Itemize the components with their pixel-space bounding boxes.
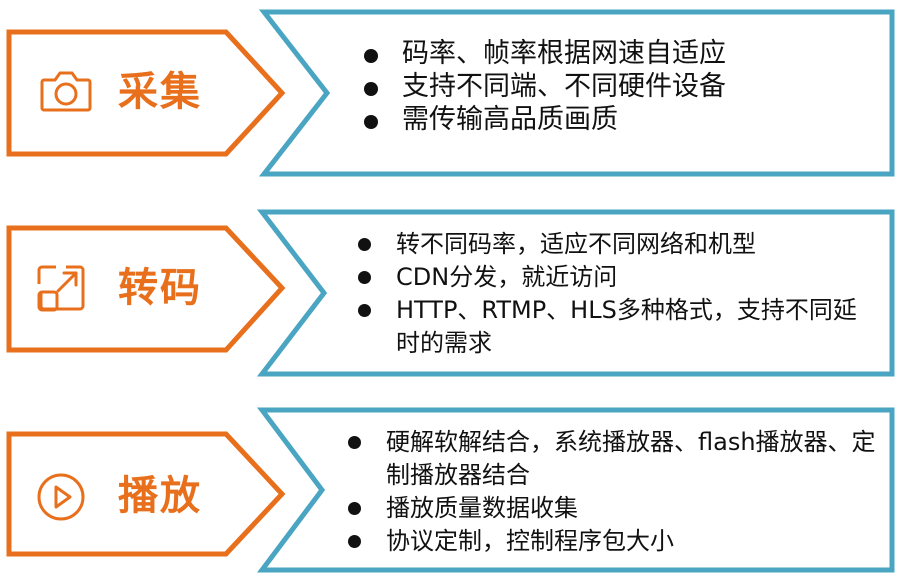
bullet [348,436,361,450]
stage-transcode: 转码 转不同码率，适应不同网络和机型 CDN分发，就近访问 HTTP、RTMP、… [0,200,905,385]
stage-transcode-text-chevron [256,209,895,377]
stage-capture-shapes [6,9,895,177]
list-item: 码率、帧率根据网速自适应 [362,38,862,71]
list-item: 需传输高品质画质 [362,104,862,137]
stage-transcode-items: 转不同码率，适应不同网络和机型 CDN分发，就近访问 HTTP、RTMP、HLS… [356,228,876,360]
stage-capture-title-chevron [6,29,286,157]
list-item: 硬解软解结合，系统播放器、flash播放器、定制播放器结合 [346,426,876,492]
stage-playback-items: 硬解软解结合，系统播放器、flash播放器、定制播放器结合 播放质量数据收集 协… [346,426,876,558]
stage-transcode-title-chevron [6,225,286,353]
bullet [358,271,371,285]
bullet [348,502,361,516]
bullet [364,115,378,130]
list-item: 转不同码率，适应不同网络和机型 [356,228,876,261]
stage-capture-text-chevron [258,9,895,177]
list-item: HTTP、RTMP、HLS多种格式，支持不同延时的需求 [356,294,876,360]
stage-capture-items: 码率、帧率根据网速自适应 支持不同端、不同硬件设备 需传输高品质画质 [362,38,862,137]
list-item: 播放质量数据收集 [346,492,876,525]
play-circle-icon [36,472,86,526]
stage-transcode-shapes [6,209,895,377]
stage-capture: 采集 码率、帧率根据网速自适应 支持不同端、不同硬件设备 需传输高品质画质 [0,0,905,185]
stage-playback-text-chevron [257,407,895,573]
stage-playback-title-chevron [6,431,286,557]
bullet [364,82,378,97]
resize-arrow-icon [36,263,86,317]
stage-capture-title: 采集 [118,69,202,115]
bullet [358,304,371,318]
stage-playback-shapes [6,407,895,573]
stage-playback-title: 播放 [118,473,202,519]
list-item: CDN分发，就近访问 [356,261,876,294]
bullet [358,238,371,252]
stage-playback: 播放 硬解软解结合，系统播放器、flash播放器、定制播放器结合 播放质量数据收… [0,398,905,578]
list-item: 协议定制，控制程序包大小 [346,525,876,558]
camera-icon [40,68,92,118]
bullet [348,535,361,549]
list-item: 支持不同端、不同硬件设备 [362,71,862,104]
bullet [364,49,378,64]
stage-transcode-title: 转码 [118,265,202,311]
